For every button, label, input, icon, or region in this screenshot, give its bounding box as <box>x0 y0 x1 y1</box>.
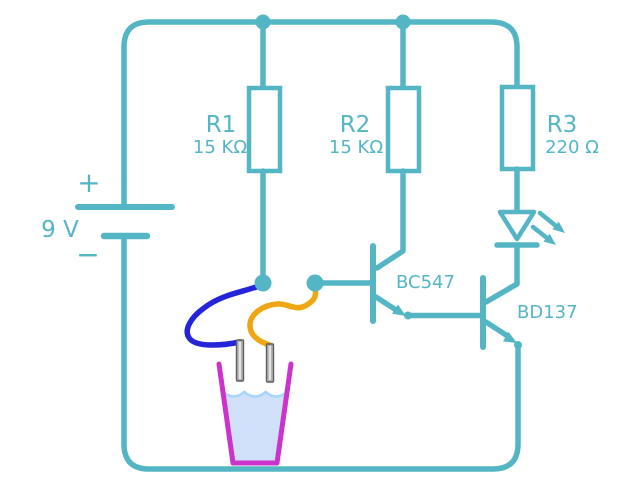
water-fill <box>223 392 287 461</box>
water-level-sensor <box>184 274 324 466</box>
sensor-junction-dot <box>306 274 324 292</box>
resistor-r2: R2 15 KΩ <box>329 19 422 174</box>
light-arrow-head-icon <box>543 233 556 245</box>
led-symbol <box>483 209 565 305</box>
transistor-emitter-arrowhead <box>392 304 406 316</box>
battery-plus-label: + <box>77 166 100 199</box>
cup-outline <box>216 361 294 466</box>
resistor-value: 15 KΩ <box>193 137 247 158</box>
resistor-name: R2 <box>340 112 371 138</box>
transistor-emitter-arrowhead <box>503 331 517 343</box>
top-rail <box>121 19 520 210</box>
bottom-rail <box>121 233 521 472</box>
water-cup <box>216 361 294 466</box>
transistor-collector-lead <box>374 168 406 271</box>
water-wave-line <box>221 390 289 398</box>
battery-minus-label: − <box>76 238 99 271</box>
transistor-emitter-lead <box>373 294 399 313</box>
light-arrow-icon <box>530 224 550 241</box>
orange-probe-wire <box>247 284 319 348</box>
transistor-bd137: BD137 <box>480 275 578 350</box>
light-arrow-icon <box>537 210 559 229</box>
resistor-r3: R3 220 Ω <box>499 84 599 215</box>
probe-rod-highlight <box>238 342 241 379</box>
power-rails <box>121 14 521 472</box>
probe-left <box>235 339 245 382</box>
blue-probe-wire <box>184 282 265 348</box>
led-lead <box>483 242 520 305</box>
light-arrow-head-icon <box>552 221 565 233</box>
led-triangle <box>497 209 537 242</box>
led-light-arrows <box>530 210 565 245</box>
sensor-junction-dot <box>254 274 272 292</box>
resistor-body <box>499 84 536 172</box>
resistor-r1: R1 15 KΩ <box>193 19 283 281</box>
resistor-body <box>385 85 422 174</box>
transistor-bc547: BC547 <box>315 168 483 324</box>
resistor-body <box>246 85 283 174</box>
battery: + 9 V − <box>41 166 175 271</box>
probe-right <box>265 343 275 383</box>
transistor-label: BD137 <box>517 302 578 323</box>
resistor-value: 220 Ω <box>545 137 599 158</box>
emitter-node-dot <box>514 341 522 349</box>
resistor-name: R1 <box>206 112 237 138</box>
transistor-emitter-lead <box>483 319 509 338</box>
probe-rod-highlight <box>268 346 271 380</box>
resistor-name: R3 <box>547 112 578 138</box>
battery-voltage-label: 9 V <box>41 217 79 243</box>
resistor-value: 15 KΩ <box>329 137 383 158</box>
transistor-label: BC547 <box>396 272 455 293</box>
